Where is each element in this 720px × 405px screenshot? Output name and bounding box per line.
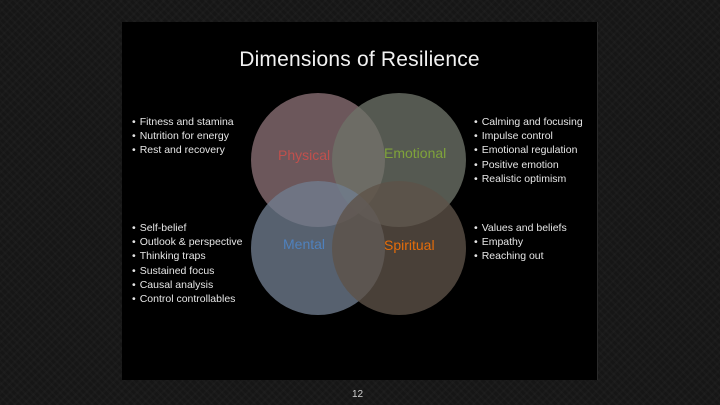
mental-bullet-item: Control controllables: [132, 292, 242, 306]
spiritual-bullet-item: Values and beliefs: [474, 221, 567, 235]
venn-diagram: Physical Emotional Mental Spiritual: [251, 93, 466, 315]
mental-bullet-item: Causal analysis: [132, 278, 242, 292]
spiritual-bullet-item: Reaching out: [474, 249, 567, 263]
slide: Dimensions of Resilience Physical Emotio…: [122, 22, 598, 380]
spiritual-bullet-list: Values and beliefsEmpathyReaching out: [474, 221, 567, 264]
mental-bullet-item: Self-belief: [132, 221, 242, 235]
physical-bullet-item: Nutrition for energy: [132, 129, 234, 143]
mental-label: Mental: [283, 236, 325, 252]
physical-bullet-list: Fitness and staminaNutrition for energyR…: [132, 115, 234, 158]
emotional-bullet-item: Emotional regulation: [474, 143, 583, 157]
mental-bullet-list: Self-beliefOutlook & perspectiveThinking…: [132, 221, 243, 306]
spiritual-circle: [332, 181, 466, 315]
spiritual-label: Spiritual: [384, 237, 435, 253]
physical-bullet-item: Fitness and stamina: [132, 115, 234, 129]
emotional-bullet-list: Calming and focusingImpulse controlEmoti…: [474, 115, 583, 186]
mental-bullet-item: Thinking traps: [132, 249, 242, 263]
emotional-label: Emotional: [384, 145, 446, 161]
spiritual-bullet-item: Empathy: [474, 235, 567, 249]
physical-bullet-item: Rest and recovery: [132, 143, 234, 157]
mental-bullet-item: Outlook & perspective: [132, 235, 243, 249]
mental-bullet-item: Sustained focus: [132, 264, 242, 278]
emotional-bullet-item: Impulse control: [474, 129, 583, 143]
slide-title: Dimensions of Resilience: [239, 48, 480, 71]
emotional-bullet-item: Positive emotion: [474, 158, 583, 172]
emotional-bullet-item: Realistic optimism: [474, 172, 583, 186]
physical-label: Physical: [278, 147, 330, 163]
page-number: 12: [352, 389, 364, 400]
emotional-bullet-item: Calming and focusing: [474, 115, 583, 129]
